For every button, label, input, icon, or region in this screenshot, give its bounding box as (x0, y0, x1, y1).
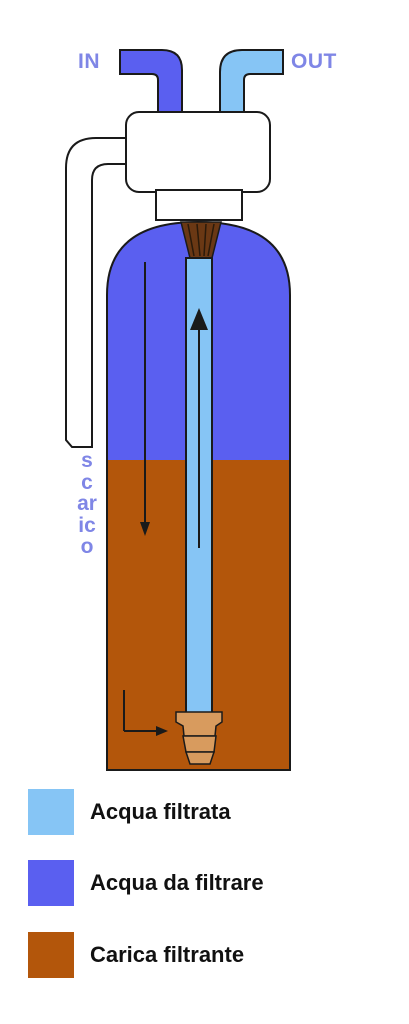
drain-hose (65, 137, 131, 448)
inlet-strainer-arrow (123, 690, 168, 736)
outlet-label: OUT (291, 50, 337, 73)
legend-label-filter-media: Carica filtrante (90, 942, 245, 967)
down-flow-arrow (140, 262, 150, 536)
legend-item-water-to-filter: Acqua da filtrare (28, 860, 264, 906)
drain-label: scarico (77, 449, 97, 558)
legend-item-filter-media: Carica filtrante (28, 932, 244, 978)
inlet-label: IN (78, 50, 100, 73)
legend-swatch-filter-media (28, 932, 74, 978)
control-head (125, 111, 271, 193)
outlet-pipe (219, 49, 284, 121)
legend-swatch-filtered-water (28, 789, 74, 835)
valve-collar (155, 189, 243, 221)
legend-swatch-water-to-filter (28, 860, 74, 906)
inlet-pipe (119, 49, 183, 121)
up-flow-arrow (190, 308, 208, 548)
legend-label-filtered-water: Acqua filtrata (90, 799, 231, 824)
legend-item-filtered-water: Acqua filtrata (28, 789, 231, 835)
legend-label-water-to-filter: Acqua da filtrare (90, 870, 264, 895)
bottom-strainer (175, 711, 223, 737)
